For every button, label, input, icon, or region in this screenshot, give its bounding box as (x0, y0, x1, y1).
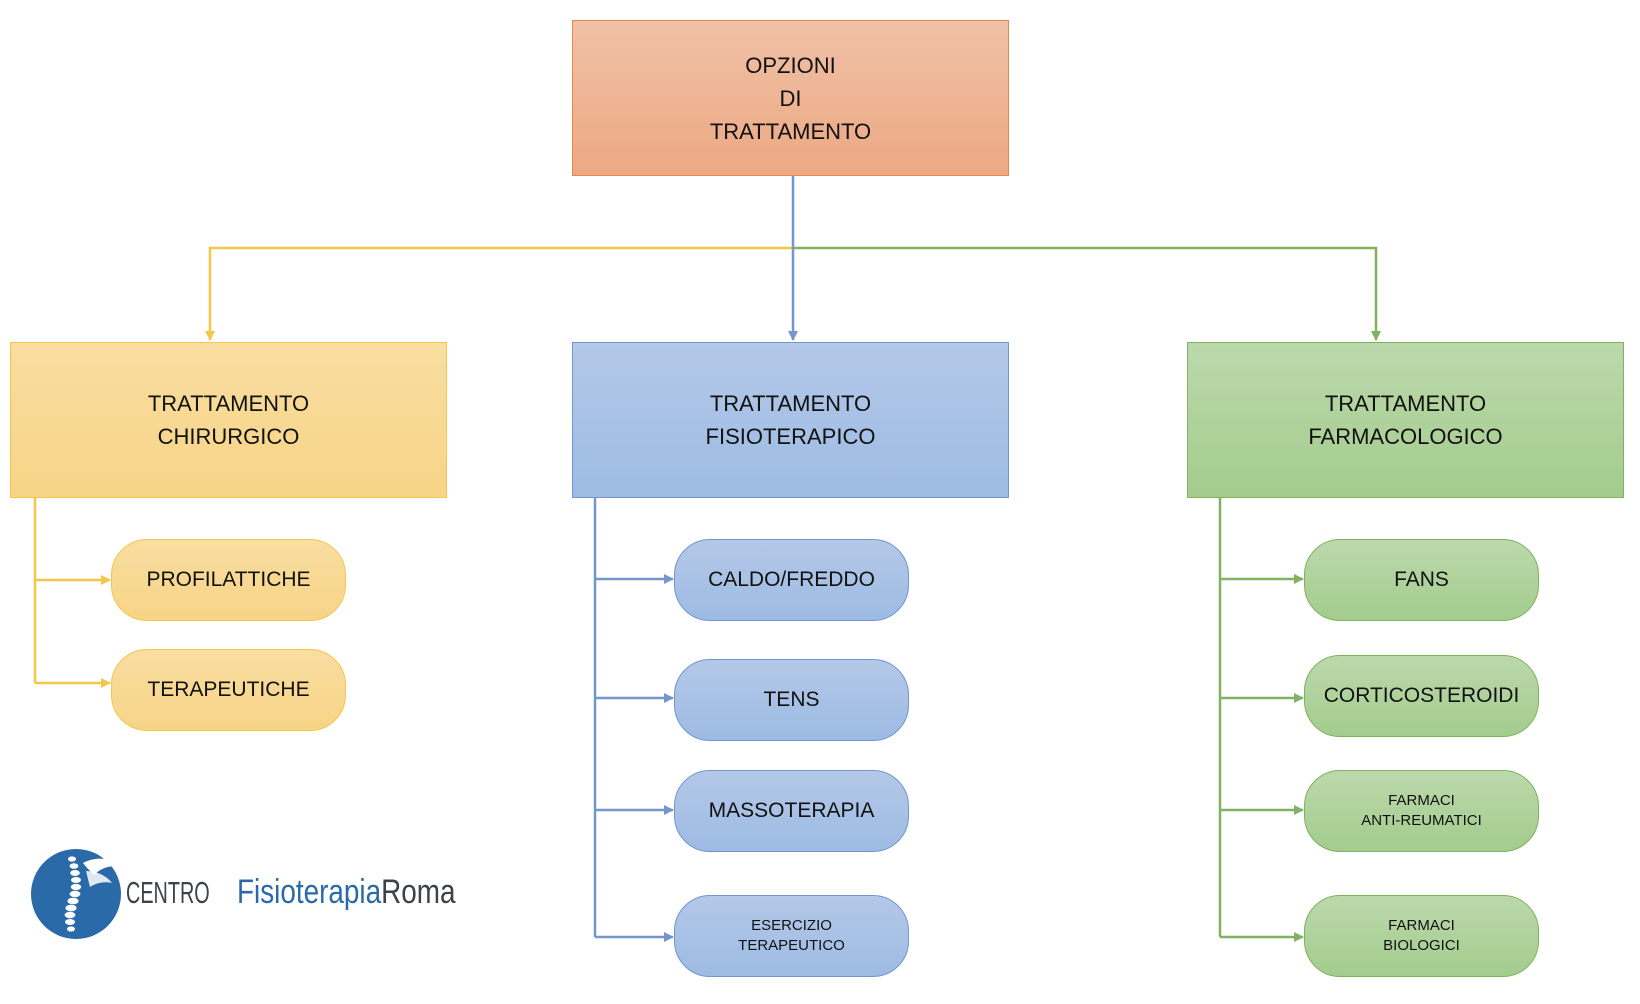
node-profilattiche: PROFILATTICHE (111, 539, 346, 621)
brand-word-roma: Roma (381, 873, 456, 911)
brand-word-centro: CENTRO (126, 875, 210, 910)
node-terapeutiche-label: TERAPEUTICHE (147, 678, 310, 701)
node-massoterapia: MASSOTERAPIA (674, 770, 909, 852)
node-caldo-freddo-label: CALDO/FREDDO (708, 568, 875, 591)
node-esercizio-line-2: TERAPEUTICO (738, 937, 845, 954)
node-anti-reumatici-line-2: ANTI-REUMATICI (1361, 812, 1482, 829)
spine-logo-icon (31, 849, 121, 939)
node-profilattiche-label: PROFILATTICHE (146, 568, 311, 591)
category-pharma-line-1: TRATTAMENTO (1324, 391, 1487, 416)
connector-root-surgical (205, 246, 793, 341)
node-corticosteroidi: CORTICOSTEROIDI (1304, 655, 1539, 737)
brand-word-fisioterapia: Fisioterapia (236, 873, 382, 911)
category-surgical-line-2: CHIRURGICO (157, 424, 300, 449)
category-pharma-line-2: FARMACOLOGICO (1308, 424, 1503, 449)
node-farmaci-anti-reumatici: FARMACI ANTI-REUMATICI (1304, 770, 1539, 852)
node-biologici-line-1: FARMACI (1388, 917, 1455, 934)
node-tens-label: TENS (763, 688, 820, 711)
node-fans: FANS (1304, 539, 1539, 621)
node-massoterapia-label: MASSOTERAPIA (708, 799, 875, 822)
brand-logo: CENTRO FisioterapiaRoma (28, 845, 455, 940)
node-anti-reumatici-line-1: FARMACI (1388, 792, 1455, 809)
connector-root-pharma (793, 246, 1381, 341)
node-fans-label: FANS (1394, 568, 1449, 591)
category-surgical: TRATTAMENTO CHIRURGICO (10, 342, 447, 498)
node-caldo-freddo: CALDO/FREDDO (674, 539, 909, 621)
root-line-2: DI (779, 85, 802, 111)
node-esercizio-terapeutico: ESERCIZIO TERAPEUTICO (674, 895, 909, 977)
node-terapeutiche: TERAPEUTICHE (111, 649, 346, 731)
root-line-1: OPZIONI (745, 52, 836, 78)
brand-name: CENTRO FisioterapiaRoma (126, 873, 528, 912)
category-pharma: TRATTAMENTO FARMACOLOGICO (1187, 342, 1624, 498)
node-tens: TENS (674, 659, 909, 741)
category-physio: TRATTAMENTO FISIOTERAPICO (572, 342, 1009, 498)
node-farmaci-biologici: FARMACI BIOLOGICI (1304, 895, 1539, 977)
category-physio-line-2: FISIOTERAPICO (705, 424, 876, 449)
root-line-3: TRATTAMENTO (709, 118, 872, 144)
node-corticosteroidi-label: CORTICOSTEROIDI (1323, 684, 1520, 707)
root-node-treatment-options: OPZIONI DI TRATTAMENTO (572, 20, 1009, 176)
node-biologici-line-2: BIOLOGICI (1383, 937, 1460, 954)
node-esercizio-line-1: ESERCIZIO (751, 917, 832, 934)
category-surgical-line-1: TRATTAMENTO (147, 391, 310, 416)
category-physio-line-1: TRATTAMENTO (709, 391, 872, 416)
